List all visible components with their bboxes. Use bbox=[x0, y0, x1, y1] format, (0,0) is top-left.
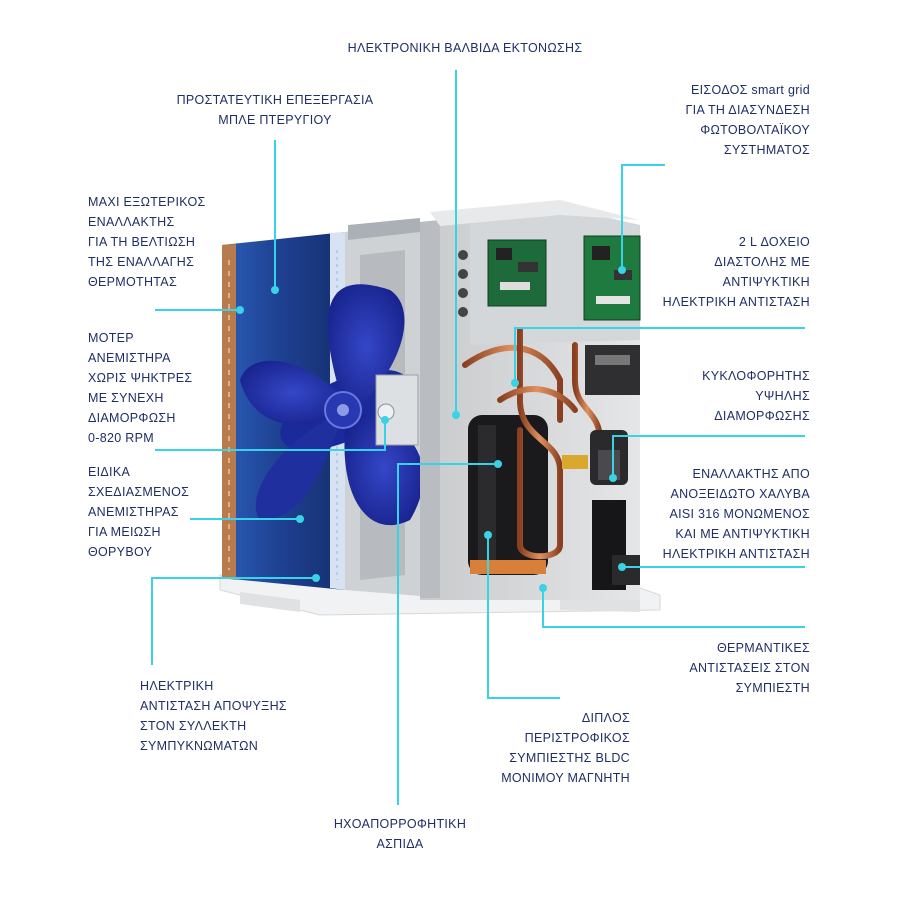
label-acoustic-shield: ΗΧΟΑΠΟΡΡΟΦΗΤΙΚΗ ΑΣΠΙΔΑ bbox=[333, 817, 467, 851]
label-defrost-heater: ΗΛΕΚΤΡΙΚΗ ΑΝΤΙΣΤΑΣΗ ΑΠΟΨΥΞΗΣ ΣΤΟΝ ΣΥΛΛΕΚ… bbox=[140, 679, 287, 753]
control-board-left bbox=[487, 239, 547, 307]
leader-fan-motor bbox=[155, 420, 386, 451]
label-compressor-heaters: ΘΕΡΜΑΝΤΙΚΕΣ ΑΝΤΙΣΤΑΣΕΙΣ ΣΤΟΝ ΣΥΜΠΙΕΣΤΗ bbox=[689, 641, 810, 695]
leader-circulator bbox=[612, 435, 805, 478]
steel-exchanger bbox=[592, 500, 640, 590]
expansion-tank bbox=[585, 345, 640, 395]
label-special-fan: ΕΙΔΙΚΑ ΣΧΕΔΙΑΣΜΕΝΟΣ ΑΝΕΜΙΣΤΗΡΑΣ ΓΙΑ ΜΕΙΩ… bbox=[88, 465, 190, 559]
leader-defrost-heater bbox=[151, 577, 316, 665]
fan-motor bbox=[375, 374, 419, 446]
label-fan-motor: ΜΟΤΕΡ ΑΝΕΜΙΣΤΗΡΑ ΧΩΡΙΣ ΨΗΚΤΡΕΣ ΜΕ ΣΥΝΕΧΗ… bbox=[88, 331, 193, 445]
label-circulator: ΚΥΚΛΟΦΟΡΗΤΗΣ ΥΨΗΛΗΣ ΔΙΑΜΟΡΦΩΣΗΣ bbox=[702, 369, 810, 423]
label-steel-exchanger: ΕΝΑΛΛΑΚΤΗΣ ΑΠΟ ΑΝΟΞΕΙΔΩΤΟ ΧΑΛΥΒΑ AISI 31… bbox=[662, 467, 810, 561]
leader-acoustic-shield bbox=[397, 463, 498, 805]
leader-lines bbox=[151, 70, 805, 805]
label-protective-coating: ΠΡΟΣΤΑΤΕΥΤΙΚΗ ΕΠΕΞΕΡΓΑΣΙΑ ΜΠΛΕ ΠΤΕΡΥΓΙΟΥ bbox=[176, 93, 374, 127]
leader-bldc-compressor bbox=[487, 535, 560, 699]
label-smart-grid-input: ΕΙΣΟΔΟΣ smart grid ΓΙΑ ΤΗ ΔΙΑΣΥΝΔΕΣΗ ΦΩΤ… bbox=[685, 83, 810, 157]
leader-smart-grid bbox=[621, 164, 665, 270]
circulator-pump bbox=[562, 430, 628, 485]
label-expansion-valve: ΗΛΕΚΤΡΟΝΙΚΗ ΒΑΛΒΙΔΑ ΕΚΤΟΝΩΣΗΣ bbox=[347, 41, 583, 55]
label-bldc-compressor: ΔΙΠΛΟΣ ΠΕΡΙΣΤΡΟΦΙΚΟΣ ΣΥΜΠΙΕΣΤΗΣ BLDC ΜΟΝ… bbox=[501, 711, 630, 785]
leader-compressor-heaters bbox=[542, 588, 805, 628]
control-board-right bbox=[583, 235, 641, 321]
label-expansion-tank: 2 L ΔΟΧΕΙΟ ΔΙΑΣΤΟΛΗΣ ΜΕ ΑΝΤΙΨΥΚΤΙΚΗ ΗΛΕΚ… bbox=[662, 235, 810, 309]
leader-expansion-tank bbox=[514, 327, 805, 383]
label-maxi-exchanger: ΜΑΧΙ ΕΞΩΤΕΡΙΚΟΣ ΕΝΑΛΛΑΚΤΗΣ ΓΙΑ ΤΗ ΒΕΛΤΙΩ… bbox=[88, 195, 206, 289]
